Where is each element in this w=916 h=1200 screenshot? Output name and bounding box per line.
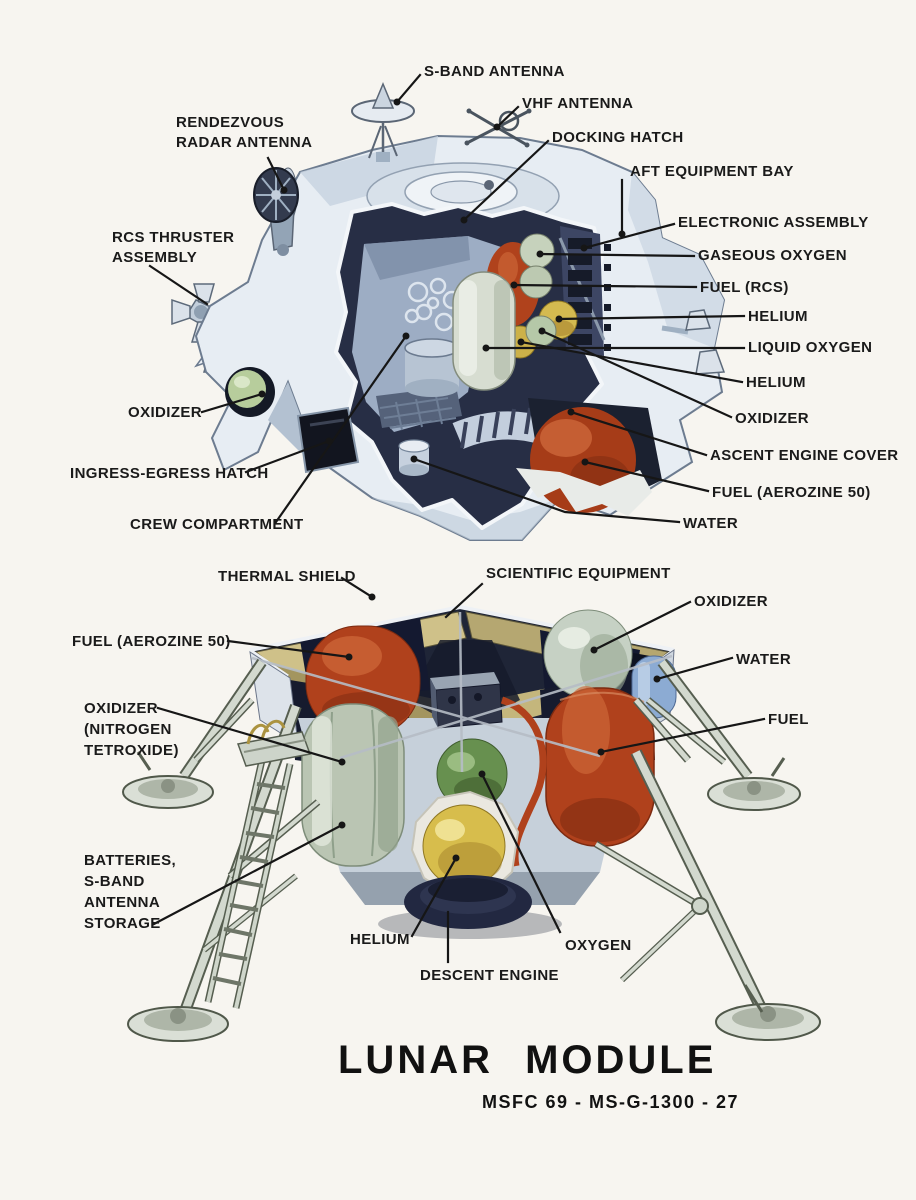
label-aft-equipment-bay: AFT EQUIPMENT BAY: [630, 163, 794, 180]
label-fuel-aerozine-descent: FUEL (AEROZINE 50): [72, 633, 231, 650]
diagram-title: LUNAR MODULE: [338, 1038, 717, 1082]
label-docking-hatch: DOCKING HATCH: [552, 129, 684, 146]
label-helium-upper: HELIUM: [748, 308, 808, 325]
label-ascent-engine-cover: ASCENT ENGINE COVER: [710, 447, 899, 464]
label-ingress-egress-hatch: INGRESS-EGRESS HATCH: [70, 465, 269, 482]
label-thermal-shield: THERMAL SHIELD: [218, 568, 356, 585]
label-oxidizer-nitrogen-tetroxide: OXIDIZER (NITROGEN TETROXIDE): [84, 700, 179, 759]
label-helium-descent: HELIUM: [350, 931, 410, 948]
label-crew-compartment: CREW COMPARTMENT: [130, 516, 304, 533]
diagram-reference: MSFC 69 - MS-G-1300 - 27: [482, 1092, 740, 1112]
label-liquid-oxygen: LIQUID OXYGEN: [748, 339, 873, 356]
label-rendezvous-radar: RENDEZVOUS RADAR ANTENNA: [176, 114, 313, 151]
label-oxygen-descent: OXYGEN: [565, 937, 632, 954]
label-scientific-equipment: SCIENTIFIC EQUIPMENT: [486, 565, 671, 582]
label-rcs-thruster-assembly: RCS THRUSTER ASSEMBLY: [112, 229, 235, 266]
label-vhf-antenna: VHF ANTENNA: [522, 95, 634, 112]
label-water-ascent: WATER: [683, 515, 739, 532]
label-oxidizer-descent: OXIDIZER: [694, 593, 769, 610]
callout-lines: [148, 73, 766, 964]
label-fuel-rcs: FUEL (RCS): [700, 279, 789, 296]
label-s-band-antenna: S-BAND ANTENNA: [424, 63, 565, 80]
descent-stage-illustration: [122, 604, 821, 1042]
label-batteries-sband-storage: BATTERIES, S-BAND ANTENNA STORAGE: [84, 852, 177, 932]
label-fuel-aerozine-ascent: FUEL (AEROZINE 50): [712, 484, 871, 501]
label-oxidizer-ascent-right: OXIDIZER: [735, 410, 810, 427]
label-oxidizer-ascent-left: OXIDIZER: [128, 404, 203, 421]
label-helium-lower: HELIUM: [746, 374, 806, 391]
label-descent-engine: DESCENT ENGINE: [420, 967, 559, 984]
label-water-descent: WATER: [736, 651, 792, 668]
label-fuel-descent: FUEL: [768, 711, 809, 728]
callout-dots: [258, 98, 661, 862]
label-electronic-assembly: ELECTRONIC ASSEMBLY: [678, 214, 869, 231]
label-gaseous-oxygen: GASEOUS OXYGEN: [698, 247, 847, 264]
